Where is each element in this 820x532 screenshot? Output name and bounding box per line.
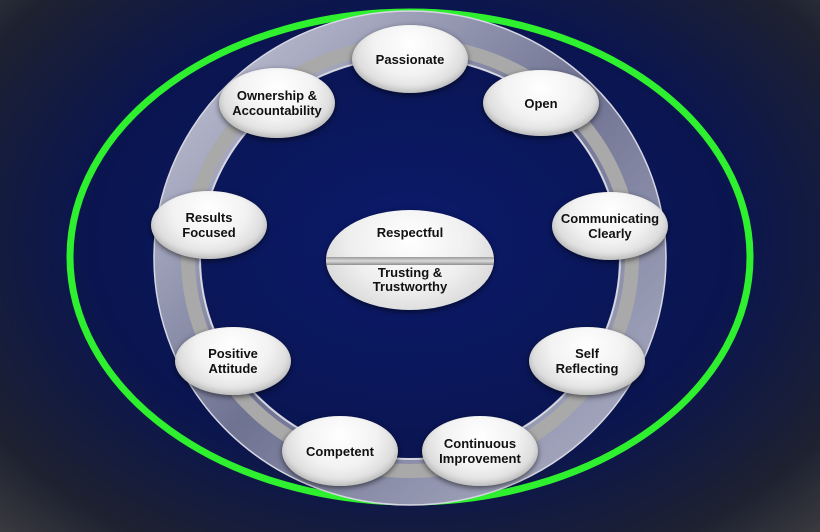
node-label: Results Focused [182,210,236,240]
node-passionate: Passionate [352,25,468,93]
node-continuous-improvement: Continuous Improvement [422,416,538,486]
circular-band-outer-edge [153,10,667,506]
node-label: Competent [306,443,374,459]
node-label: Ownership & Accountability [232,88,322,118]
node-open: Open [483,70,599,136]
node-label: Open [524,95,558,111]
node-label: Self Reflecting [555,346,619,376]
node-ownership-accountability: Ownership & Accountability [219,68,335,138]
node-label: Positive Attitude [208,346,258,376]
node-results-focused: Results Focused [151,191,267,259]
node-label: Continuous Improvement [439,436,521,466]
node-positive-attitude: Positive Attitude [175,327,291,395]
node-communicating-clearly: Communicating Clearly [552,192,668,260]
center-divider [326,257,494,265]
center-top-label: Respectful [376,225,444,240]
center-bottom-label: Trusting & Trustworthy [372,265,448,294]
node-label: Communicating Clearly [560,211,660,241]
center-node: Respectful Trusting & Trustworthy [326,210,494,310]
node-label: Passionate [375,51,445,67]
node-competent: Competent [282,416,398,486]
node-self-reflecting: Self Reflecting [529,327,645,395]
